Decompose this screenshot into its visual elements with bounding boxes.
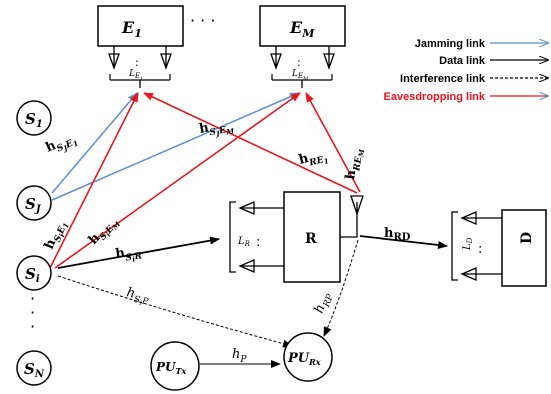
node-circle-icon [150,341,200,391]
e1-dots: : [135,56,139,69]
eavesdrop-link-si-e1 [49,92,139,269]
svg-text:PURx: PURx [287,351,321,367]
label-h-sj-em: hSJEM [198,116,235,141]
node-circle-icon [16,100,52,136]
svg-text:SN: SN [24,360,45,380]
em-label: EM [289,18,315,40]
source-dots: · · · [30,289,35,336]
eavesdrop-link-r-em [305,92,361,193]
svg-text:Si: Si [25,265,40,285]
eavesdropper-em: EM : LEM [259,5,346,88]
node-circle-icon [283,332,333,382]
label-h-si-e1: hSiE1 [42,218,71,253]
block-box-icon [501,209,547,287]
relay-antenna-label: LR [237,236,251,248]
label-h-si-r: hSiR [114,243,143,266]
destination-antenna-label: LD [462,237,474,251]
legend-eavesdropping-label: Eavesdropping link [384,91,486,103]
destination-node: D LD : [451,209,547,287]
eavesdropper-dots: · · · [190,11,215,30]
legend-jamming-label: Jamming link [415,38,486,50]
jamming-link-sj-em [51,92,300,201]
label-h-si-em: hSiEM [86,213,123,251]
legend-data-label: Data link [439,55,486,67]
antenna-array-icon [451,211,502,281]
e1-antenna-label: LE1 [128,69,143,82]
svg-text:·: · [30,317,35,336]
primary-user-tx: PUTx [150,341,200,391]
node-circle-icon [16,255,52,291]
primary-user-rx: PURx [283,332,333,382]
antenna-array-icon [229,201,284,273]
label-h-rp: hRP [312,289,336,316]
relay-label: R [305,231,317,247]
relay-antenna-dots: : [256,235,260,250]
label-h-sj-e1: hSJE1 [44,129,80,159]
em-antenna-label: LEM [291,69,309,82]
label-h-rem: hREM [343,147,366,181]
antenna-array-icon [270,46,335,88]
source-s1: S1 [16,100,52,136]
svg-text:·: · [30,303,35,322]
legend-interference-label: Interference link [400,73,486,85]
destination-label: D [519,232,535,244]
interference-link-r-p [323,239,359,337]
em-dots: : [297,56,301,69]
interference-link-si-p [57,275,293,348]
node-circle-icon [16,185,52,221]
block-box-icon [283,191,341,283]
data-link-r-d [359,235,448,249]
node-circle-icon [16,350,52,386]
legend: Jamming link Data link Interference link… [384,38,548,103]
svg-text:PUTx: PUTx [155,360,186,376]
e1-label: E1 [121,18,142,40]
data-link-si-r [57,236,220,269]
svg-text:SJ: SJ [25,195,42,215]
eavesdrop-link-r-e1 [143,92,358,194]
antenna-array-icon [108,46,172,88]
label-h-p: hP [232,347,247,365]
source-sn: SN [16,350,52,386]
label-h-re1: hRE1 [297,146,329,171]
destination-antenna-dots: : [478,242,482,257]
eavesdrop-link-si-em [54,92,301,269]
source-sj: SJ [16,185,52,221]
label-h-rd: hRD [384,226,411,243]
svg-text:S1: S1 [25,110,43,130]
label-h-si-p: hSiP [124,285,151,309]
source-si: Si [16,255,52,291]
svg-text:·: · [30,289,35,308]
eavesdropper-e1: E1 : LE1 [97,5,184,88]
antenna-icon [340,195,364,238]
relay-node: R LR : [229,191,364,283]
jamming-link-sj-e1 [51,92,138,194]
